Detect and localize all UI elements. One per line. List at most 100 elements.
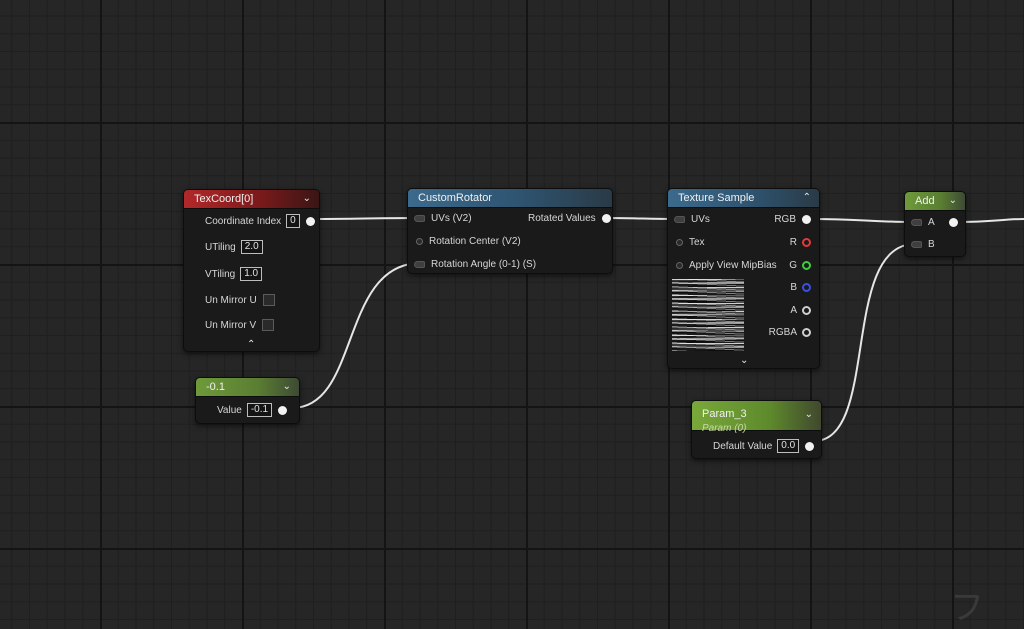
- chevron-down-icon[interactable]: ⌄: [804, 409, 813, 420]
- rotated-values-row: Rotated Values: [528, 213, 611, 224]
- g-label: G: [789, 260, 797, 271]
- b-label: B: [928, 239, 935, 250]
- rotation-center-label: Rotation Center (V2): [429, 236, 521, 247]
- node-title: Texture Sample: [678, 192, 755, 204]
- rotated-values-label: Rotated Values: [528, 213, 596, 224]
- r-output-row: R: [790, 237, 811, 248]
- vtiling-row: VTiling 1.0: [205, 267, 263, 281]
- custom-rotator-node[interactable]: CustomRotator UVs (V2) Rotated Values Ro…: [407, 188, 613, 274]
- chevron-down-icon[interactable]: ⌄: [302, 193, 311, 204]
- b-input-row: B: [911, 239, 935, 250]
- rotation-angle-row: Rotation Angle (0-1) (S): [414, 259, 536, 270]
- b-label: B: [790, 282, 797, 293]
- custom-rotator-node-header[interactable]: CustomRotator: [408, 189, 612, 208]
- input-pin[interactable]: [676, 239, 683, 246]
- utiling-input[interactable]: 2.0: [240, 240, 263, 254]
- uvs-label: UVs: [691, 214, 710, 225]
- rgb-label: RGB: [774, 214, 796, 225]
- wire-texture-rgb-to-add-a[interactable]: [810, 218, 916, 223]
- texcoord-node-header[interactable]: TexCoord[0] ⌄: [184, 190, 319, 209]
- wire-constant-to-rotation-angle[interactable]: [291, 262, 421, 409]
- chevron-down-icon[interactable]: ⌄: [282, 381, 291, 392]
- un-mirror-v-checkbox[interactable]: [262, 319, 275, 331]
- chevron-down-icon[interactable]: ⌄: [948, 195, 957, 206]
- output-pin[interactable]: [601, 214, 611, 223]
- g-output-row: G: [789, 260, 811, 271]
- output-pin[interactable]: [802, 238, 811, 247]
- default-value-label: Default Value: [713, 440, 773, 452]
- value-label: Value: [217, 404, 242, 416]
- chevron-up-icon[interactable]: ⌃: [802, 192, 811, 203]
- rotation-center-row: Rotation Center (V2): [416, 236, 521, 247]
- node-title: Param_3: [702, 408, 747, 420]
- output-pin[interactable]: [278, 405, 288, 415]
- texture-sample-node[interactable]: Texture Sample ⌃ UVs Tex Apply View MipB…: [667, 188, 820, 369]
- coordinate-index-input[interactable]: 0: [286, 214, 301, 228]
- input-pin[interactable]: [414, 215, 425, 222]
- default-value-row: Default Value 0.0: [713, 439, 815, 453]
- param-node[interactable]: Param_3 Param (0) ⌄ Default Value 0.0: [691, 400, 822, 459]
- texture-sample-node-header[interactable]: Texture Sample ⌃: [668, 189, 819, 208]
- add-node[interactable]: Add ⌄ A B: [904, 191, 966, 257]
- input-pin[interactable]: [911, 241, 922, 248]
- param-node-header[interactable]: Param_3 Param (0) ⌄: [692, 401, 821, 434]
- output-pin[interactable]: [802, 283, 811, 292]
- uvs-input-row: UVs: [674, 214, 710, 225]
- default-value-input[interactable]: 0.0: [777, 439, 800, 453]
- wire-param-to-add-b[interactable]: [813, 243, 916, 442]
- rgba-label: RGBA: [768, 327, 797, 338]
- tex-label: Tex: [689, 237, 705, 248]
- r-label: R: [789, 237, 797, 248]
- node-title: TexCoord[0]: [194, 193, 254, 205]
- node-title: Add: [915, 195, 935, 207]
- node-title: CustomRotator: [418, 192, 492, 204]
- un-mirror-u-checkbox[interactable]: [262, 294, 275, 306]
- texture-preview-image: [672, 279, 744, 351]
- texcoord-node[interactable]: TexCoord[0] ⌄ Coordinate Index 0 UTiling…: [183, 189, 320, 352]
- un-mirror-u-row: Un Mirror U: [205, 294, 275, 306]
- un-mirror-u-label: Un Mirror U: [205, 294, 257, 306]
- input-pin[interactable]: [416, 238, 423, 245]
- output-pin[interactable]: [948, 218, 958, 227]
- param-title-block: Param_3 Param (0): [702, 404, 747, 434]
- utiling-label: UTiling: [205, 241, 236, 253]
- rgb-output-row: RGB: [774, 214, 811, 225]
- output-pin[interactable]: [805, 441, 815, 451]
- un-mirror-v-row: Un Mirror V: [205, 319, 275, 331]
- chevron-up-icon[interactable]: ⌃: [247, 339, 256, 350]
- output-pin[interactable]: [802, 328, 811, 337]
- add-node-header[interactable]: Add ⌄: [905, 192, 965, 211]
- constant-node-header[interactable]: -0.1 ⌄: [196, 378, 299, 397]
- a-output-row: A: [790, 305, 811, 316]
- a-label: A: [790, 305, 797, 316]
- coordinate-index-row: Coordinate Index 0: [205, 214, 316, 228]
- b-output-row: B: [790, 282, 811, 293]
- a-input-row: A: [911, 217, 958, 228]
- input-pin[interactable]: [676, 262, 683, 269]
- wire-add-output[interactable]: [957, 218, 1024, 223]
- uvs-label: UVs (V2): [431, 213, 472, 224]
- rgba-output-row: RGBA: [769, 327, 811, 338]
- output-pin[interactable]: [802, 306, 811, 315]
- input-pin[interactable]: [674, 216, 685, 223]
- connection-wires: [291, 217, 1024, 442]
- a-label: A: [928, 217, 935, 228]
- input-pin[interactable]: [414, 261, 425, 268]
- output-pin[interactable]: [802, 261, 811, 270]
- vtiling-label: VTiling: [205, 268, 236, 280]
- rotation-angle-label: Rotation Angle (0-1) (S): [431, 259, 537, 270]
- wire-texcoord-to-rotator-uvs[interactable]: [311, 217, 419, 220]
- watermark-logo: フ: [950, 589, 988, 627]
- chevron-down-icon[interactable]: ⌄: [740, 355, 749, 366]
- utiling-row: UTiling 2.0: [205, 240, 263, 254]
- input-pin[interactable]: [911, 219, 922, 226]
- node-title: -0.1: [206, 381, 225, 393]
- value-row: Value -0.1: [217, 403, 288, 417]
- output-pin[interactable]: [306, 216, 316, 226]
- value-input[interactable]: -0.1: [246, 403, 273, 417]
- constant-node[interactable]: -0.1 ⌄ Value -0.1: [195, 377, 300, 424]
- coordinate-index-label: Coordinate Index: [205, 215, 282, 227]
- vtiling-input[interactable]: 1.0: [240, 267, 263, 281]
- apply-mip-label: Apply View MipBias: [689, 260, 777, 271]
- output-pin[interactable]: [802, 215, 811, 224]
